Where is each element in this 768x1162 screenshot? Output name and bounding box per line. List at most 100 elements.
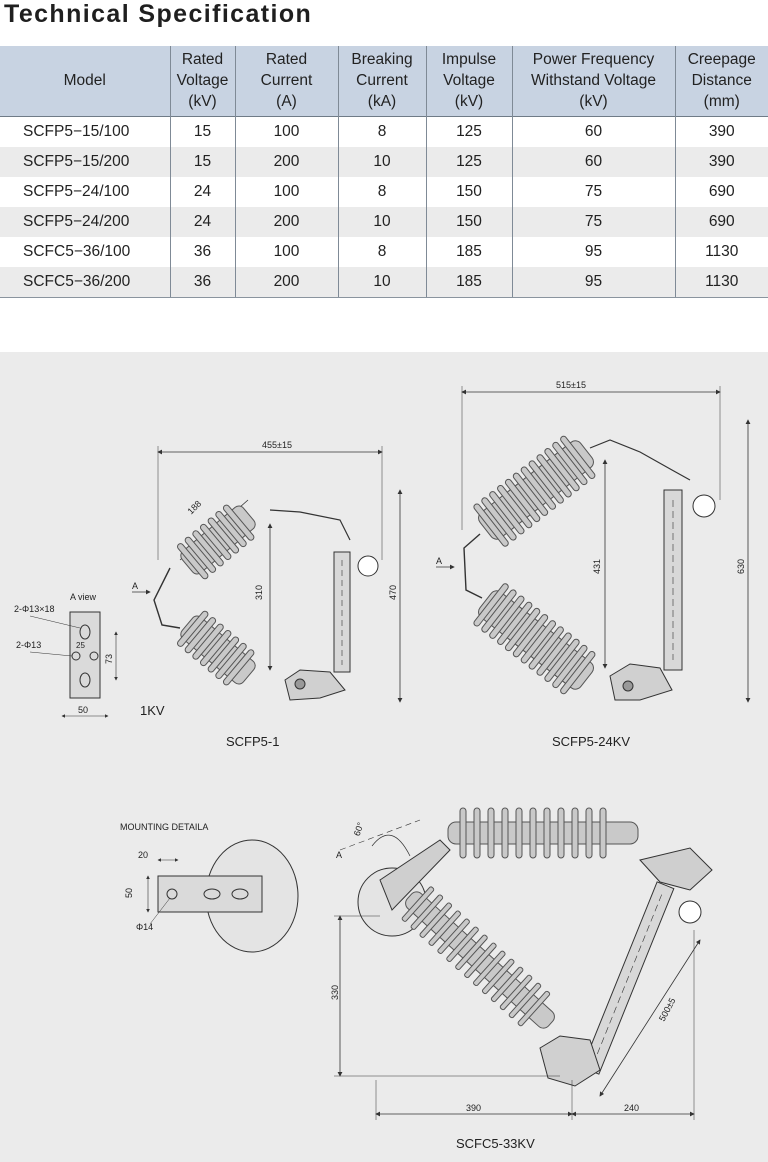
scfp5-24-drawing xyxy=(461,386,751,703)
scfp5-24-caption: SCFP5-24KV xyxy=(552,734,630,749)
column-header-line: Power Frequency xyxy=(532,51,655,68)
value-cell: 100 xyxy=(234,237,338,267)
scfp5-1-insulator-dim: 188 xyxy=(186,499,204,517)
value-cell: 24 xyxy=(169,207,235,237)
scfc5-33-bottom-right-dim: 240 xyxy=(624,1103,639,1113)
a-view-slot-label: 2-Φ13×18 xyxy=(14,604,54,614)
value-cell: 8 xyxy=(337,116,426,147)
value-cell: 10 xyxy=(337,147,426,177)
column-header-line: (mm) xyxy=(703,93,740,110)
value-cell: 185 xyxy=(425,237,512,267)
value-cell: 100 xyxy=(234,116,338,147)
a-view-drawing xyxy=(29,611,118,718)
column-header-line: (kV) xyxy=(188,93,217,110)
scfp5-24-inner-height-dim: 431 xyxy=(592,559,602,574)
scfc5-33-caption: SCFC5-33KV xyxy=(456,1136,535,1151)
column-header-line: (kV) xyxy=(454,93,484,110)
scfp5-1-drawing xyxy=(153,446,403,703)
model-cell: SCFP5−24/100 xyxy=(23,183,130,200)
mounting-hole-dim: Φ14 xyxy=(136,922,153,932)
column-header-line: Current xyxy=(260,72,313,89)
value-cell: 100 xyxy=(234,177,338,207)
column-header-line: Voltage xyxy=(176,72,229,89)
column-header-line: Withstand Voltage xyxy=(531,72,656,89)
a-view-title: A view xyxy=(70,592,97,602)
value-cell: 185 xyxy=(425,267,512,298)
rating-label: 1KV xyxy=(140,703,165,718)
model-cell: SCFC5−36/200 xyxy=(0,267,170,298)
column-header-line: (A) xyxy=(276,93,297,110)
scfp5-1-arrow-label: A xyxy=(132,581,138,591)
mounting-side-dim: 50 xyxy=(124,888,134,898)
a-view-spacing-dim: 25 xyxy=(76,641,85,650)
page-title: Technical Specification xyxy=(4,0,313,28)
value-cell: 200 xyxy=(234,267,338,298)
scfp5-24-height-dim: 630 xyxy=(736,559,746,574)
value-cell: 60 xyxy=(511,116,675,147)
column-header-line: (kA) xyxy=(367,93,397,110)
value-cell: 8 xyxy=(337,237,426,267)
column-header: Model xyxy=(0,46,170,117)
scfp5-1-height-dim: 470 xyxy=(388,585,398,600)
value-cell: 200 xyxy=(234,147,338,177)
scfp5-1-inner-height-dim: 310 xyxy=(254,585,264,600)
model-cell: SCFP5−24/200 xyxy=(0,207,170,237)
column-header-line: Impulse xyxy=(441,51,497,68)
a-view-height-dim: 73 xyxy=(104,654,114,664)
scfc5-33-arrow-label: A xyxy=(336,850,342,860)
column-header-line: Distance xyxy=(691,72,752,89)
value-cell: 15 xyxy=(169,147,235,177)
value-cell: 125 xyxy=(425,116,512,147)
model-cell: SCFP5−15/200 xyxy=(0,147,170,177)
mounting-title: MOUNTING DETAILA xyxy=(120,822,208,832)
scfp5-1-width-dim: 455±15 xyxy=(262,440,292,450)
value-cell: 24 xyxy=(169,177,235,207)
value-cell: 1130 xyxy=(674,237,768,267)
value-cell: 1130 xyxy=(674,267,768,298)
model-cell: SCFC5−36/100 xyxy=(23,243,131,260)
scfp5-24-arrow-label: A xyxy=(436,556,442,566)
column-header-line: Current xyxy=(356,72,408,89)
value-cell: 10 xyxy=(337,267,426,298)
a-view-hole-label: 2-Φ13 xyxy=(16,640,41,650)
value-cell: 75 xyxy=(511,207,675,237)
value-cell: 150 xyxy=(425,177,512,207)
value-cell: 8 xyxy=(337,177,426,207)
mounting-top-dim: 20 xyxy=(138,850,148,860)
value-cell: 390 xyxy=(674,116,768,147)
value-cell: 95 xyxy=(511,237,675,267)
column-header-line: Rated xyxy=(181,51,224,68)
value-cell: 36 xyxy=(169,237,235,267)
scfc5-33-height-dim: 330 xyxy=(330,985,340,1000)
mounting-drawing xyxy=(146,839,299,953)
model-cell: SCFP5−15/100 xyxy=(23,123,130,140)
column-header-line: Model xyxy=(63,72,106,89)
column-header-line: Rated xyxy=(265,51,308,68)
a-view-width-dim: 50 xyxy=(78,705,88,715)
value-cell: 60 xyxy=(511,147,675,177)
scfc5-33-bottom-left-dim: 390 xyxy=(466,1103,481,1113)
value-cell: 690 xyxy=(674,177,768,207)
value-cell: 10 xyxy=(337,207,426,237)
scfp5-1-caption: SCFP5-1 xyxy=(226,734,279,749)
scfc5-33-angle-dim: 60° xyxy=(352,821,366,838)
value-cell: 75 xyxy=(511,177,675,207)
column-header-line: (kV) xyxy=(579,93,608,110)
value-cell: 390 xyxy=(674,147,768,177)
value-cell: 150 xyxy=(425,207,512,237)
column-header-line: Breaking xyxy=(351,51,413,68)
